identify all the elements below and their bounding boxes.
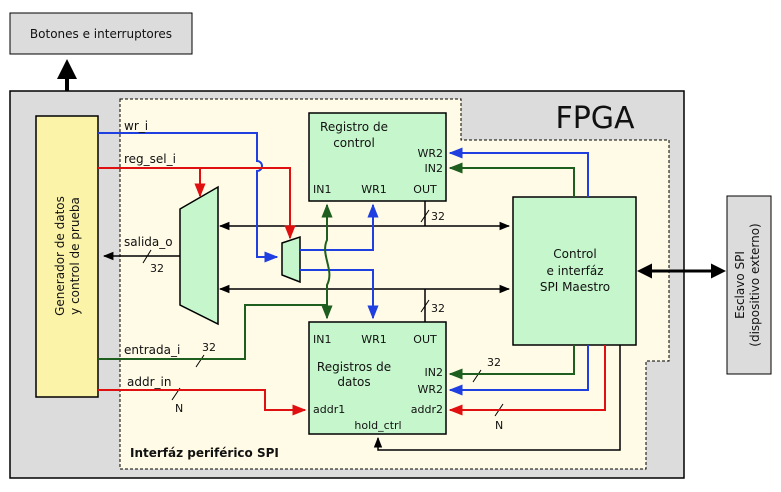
- generator-block: [35, 115, 99, 398]
- spi-master-label-2: e interfáz: [546, 264, 603, 278]
- hold-ctrl-signal: [373, 345, 621, 451]
- addr-in-signal: [98, 389, 307, 416]
- tick-in2-bus: [472, 369, 482, 383]
- control-register-out: OUT: [413, 183, 437, 196]
- generator-label-2: y control de prueba: [68, 197, 82, 315]
- data-registers-in2: IN2: [425, 366, 443, 379]
- data-registers-addr1: addr1: [313, 403, 345, 416]
- buttons-switches-box: [9, 12, 193, 55]
- tick-bus-upper: [420, 209, 430, 223]
- width-addr2: N: [495, 419, 503, 432]
- control-register-block: [308, 112, 447, 202]
- reg-sel-i-signal: [98, 167, 296, 240]
- control-register-wr2: WR2: [417, 147, 443, 160]
- tick-bus-lower: [420, 299, 430, 313]
- data-registers-wr1: WR1: [361, 333, 387, 346]
- label-reg-sel-i: reg_sel_i: [124, 152, 176, 166]
- addr2-signal: [448, 345, 606, 416]
- label-entrada-i: entrada_i: [124, 343, 180, 357]
- data-registers-wr2: WR2: [417, 383, 443, 396]
- input-mux-small: [281, 235, 301, 284]
- control-register-in1: IN1: [313, 183, 331, 196]
- width-bus-upper: 32: [431, 210, 445, 223]
- spi-master-label-3: SPI Maestro: [540, 280, 610, 294]
- spi-slave-box: [726, 195, 772, 375]
- width-addr-in: N: [175, 402, 183, 415]
- spi-slave-label-2: (dispositivo externo): [748, 223, 762, 346]
- ctrl-in2-signal: [448, 162, 575, 197]
- generator-label-1: Generador de datos: [53, 196, 67, 316]
- spi-region-label: Interfáz periférico SPI: [130, 446, 279, 460]
- tick-entrada: [195, 354, 205, 368]
- control-register-wr1: WR1: [361, 183, 387, 196]
- wr-i-signal: [98, 132, 279, 263]
- spi-slave-label-1: Esclavo SPI: [733, 251, 747, 319]
- data-registers-in1: IN1: [313, 333, 331, 346]
- data-registers-title-2: datos: [337, 375, 370, 389]
- width-bus-lower: 32: [431, 302, 445, 315]
- label-wr-i: wr_i: [124, 119, 148, 133]
- control-register-title-2: control: [333, 136, 375, 150]
- data-wr2-signal: [448, 345, 589, 396]
- data-registers-block: [308, 321, 447, 435]
- width-entrada: 32: [202, 341, 216, 354]
- control-register-in2: IN2: [425, 162, 443, 175]
- width-salida: 32: [150, 262, 164, 275]
- spi-master-label-1: Control: [553, 247, 596, 261]
- data-wr1-signal: [300, 269, 379, 320]
- ctrl-in1-signal: [321, 203, 333, 305]
- tick-salida: [142, 249, 152, 264]
- buttons-switches-label: Botones e interruptores: [30, 27, 172, 41]
- fpga-label: FPGA: [555, 101, 635, 136]
- ctrl-wr2-signal: [448, 147, 589, 197]
- output-mux-large: [179, 185, 219, 326]
- width-in2-bus: 32: [487, 356, 501, 369]
- data-in2-signal: [448, 345, 575, 380]
- label-addr-in: addr_in: [127, 375, 171, 389]
- data-registers-title-1: Registros de: [317, 360, 391, 374]
- data-registers-out: OUT: [413, 333, 437, 346]
- entrada-i-signal: [98, 304, 327, 360]
- data-registers-addr2: addr2: [411, 403, 443, 416]
- label-salida-o: salida_o: [124, 235, 173, 249]
- control-register-title-1: Registro de: [320, 120, 388, 134]
- data-registers-hold-ctrl: hold_ctrl: [354, 419, 401, 432]
